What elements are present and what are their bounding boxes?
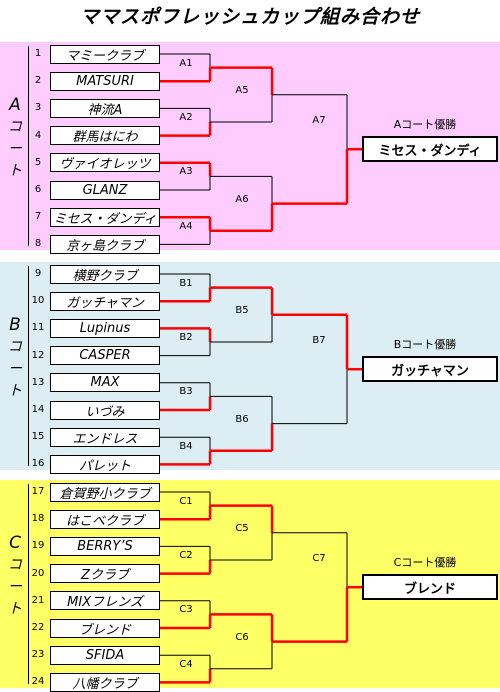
team-seed: 21: [31, 594, 45, 606]
winner-caption: Bコート優勝: [393, 338, 457, 352]
court-label-char: コ: [8, 557, 22, 573]
match-label: C3: [179, 604, 193, 616]
match-label: B1: [179, 277, 193, 289]
winner-caption: Cコート優勝: [393, 556, 457, 570]
court-letter: B: [9, 315, 21, 335]
team-seed: 17: [31, 486, 45, 497]
match-label: A1: [179, 57, 193, 69]
team-seed: 12: [31, 349, 45, 361]
match-label: A4: [179, 220, 193, 232]
team-seed: 2: [34, 75, 42, 87]
court-label-char: ト: [8, 383, 22, 399]
court-label-char: ー: [8, 361, 22, 377]
court-label-char: ー: [8, 579, 22, 595]
court-winner-box: ガッチャマン: [362, 356, 498, 383]
match-label: C6: [235, 631, 249, 643]
court-brace: [22, 266, 29, 466]
team-box: BERRY’S: [50, 536, 160, 556]
match-label: B7: [312, 335, 326, 347]
team-seed: 19: [31, 540, 45, 552]
court-label-char: コ: [8, 119, 22, 135]
team-box: 神流A: [50, 98, 160, 118]
court-label-char: ト: [8, 163, 22, 179]
team-seed: 3: [34, 102, 42, 114]
team-box: 倉賀野小クラブ: [50, 482, 160, 502]
team-seed: 14: [31, 404, 45, 415]
team-box: ミセス・ダンディ: [50, 207, 160, 227]
team-box: はこべクラブ: [50, 509, 160, 529]
team-box: パレット: [50, 454, 160, 474]
team-seed: 7: [34, 211, 42, 223]
team-box: SFIDA: [50, 645, 160, 665]
team-seed: 10: [31, 295, 45, 307]
team-seed: 8: [34, 238, 42, 250]
team-box: いづみ: [50, 400, 160, 420]
court-label-char: ト: [8, 601, 22, 617]
team-seed: 16: [31, 458, 45, 470]
match-label: C1: [179, 495, 193, 507]
match-label: C4: [179, 658, 193, 670]
team-seed: 9: [34, 268, 42, 279]
match-label: B2: [179, 332, 193, 343]
team-seed: 20: [31, 567, 45, 579]
team-box: 横野クラブ: [50, 264, 160, 284]
match-label: B5: [235, 304, 249, 316]
team-box: 群馬はにわ: [50, 126, 160, 146]
winner-caption: Aコート優勝: [393, 118, 457, 132]
match-label: C7: [312, 553, 326, 565]
team-box: エンドレス: [50, 427, 160, 447]
match-label: C5: [235, 522, 249, 534]
match-label: A6: [235, 193, 249, 205]
court-letter: A: [9, 95, 21, 115]
match-label: B4: [179, 440, 193, 452]
team-box: MIXフレンズ: [50, 591, 160, 611]
team-box: GLANZ: [50, 180, 160, 200]
match-label: A3: [179, 166, 193, 178]
team-seed: 13: [31, 376, 45, 388]
team-seed: 15: [31, 431, 45, 443]
match-label: A5: [235, 84, 249, 96]
team-seed: 18: [31, 513, 45, 525]
match-label: A2: [179, 112, 193, 123]
team-box: 京ヶ島クラブ: [50, 234, 160, 254]
team-seed: 5: [34, 156, 42, 168]
match-label: A7: [312, 115, 326, 127]
team-seed: 4: [34, 129, 42, 141]
court-label-char: コ: [8, 339, 22, 355]
court-label-char: ー: [8, 141, 22, 157]
team-seed: 11: [31, 322, 45, 334]
page-title: ママスポフレッシュカップ組み合わせ: [79, 6, 420, 28]
team-seed: 23: [31, 649, 45, 661]
team-box: マミークラブ: [50, 44, 160, 64]
team-box: Lupinus: [50, 318, 160, 338]
team-seed: 24: [31, 676, 45, 688]
team-box: ガッチャマン: [50, 291, 160, 311]
court-letter: C: [9, 533, 21, 553]
match-label: B6: [235, 413, 249, 425]
team-box: ヴァイオレッツ: [50, 153, 160, 173]
team-box: Zクラブ: [50, 564, 160, 584]
court-brace: [22, 46, 29, 246]
court-winner-box: ミセス・ダンディ: [362, 136, 498, 163]
team-box: MATSURI: [50, 71, 160, 91]
team-seed: 22: [31, 622, 45, 633]
court-brace: [22, 484, 29, 684]
team-box: MAX: [50, 373, 160, 393]
team-box: CASPER: [50, 346, 160, 366]
court-winner-box: ブレンド: [362, 574, 498, 601]
match-label: B3: [179, 386, 193, 398]
team-seed: 1: [34, 48, 42, 59]
team-seed: 6: [34, 184, 42, 195]
team-box: ブレンド: [50, 618, 160, 638]
match-label: C2: [179, 550, 193, 561]
